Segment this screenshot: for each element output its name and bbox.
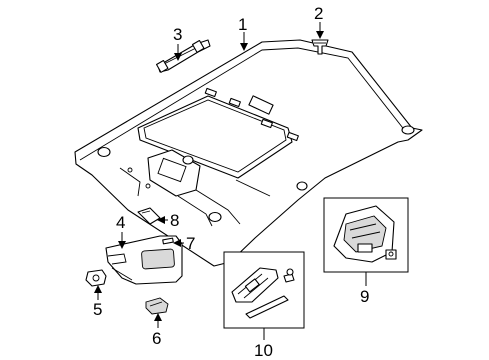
callout-2: 2 — [314, 4, 323, 23]
callout-box-10 — [223, 251, 305, 329]
callout-1: 1 — [238, 15, 247, 34]
callout-3: 3 — [173, 25, 182, 44]
overhead-console-assembly — [333, 205, 395, 263]
visor-holder — [85, 269, 107, 287]
lamp-bulb — [283, 268, 295, 283]
headliner-clip — [311, 39, 329, 55]
console-clip — [385, 249, 397, 260]
mounting-hole — [182, 155, 194, 165]
sun-visor — [105, 235, 183, 285]
mounting-hole — [97, 146, 111, 158]
mounting-hole — [401, 125, 415, 135]
callout-8: 8 — [170, 211, 179, 230]
headliner-slot — [204, 87, 217, 98]
callout-4: 4 — [116, 213, 125, 232]
callout-10: 10 — [254, 341, 273, 360]
callout-9: 9 — [360, 287, 369, 306]
lamp-cover — [245, 295, 289, 319]
visor-clip — [145, 297, 169, 315]
map-lamp-assembly — [231, 267, 279, 303]
callout-6: 6 — [152, 329, 161, 348]
headliner-slot — [260, 118, 273, 129]
mounting-hole — [208, 211, 222, 223]
headliner-slot — [228, 97, 241, 108]
headliner — [74, 39, 423, 267]
mounting-hole — [296, 181, 308, 191]
visor-pin — [162, 237, 174, 245]
callout-box-9 — [323, 197, 409, 273]
headliner-slot — [286, 131, 299, 142]
callout-7: 7 — [186, 234, 195, 253]
headliner-slot — [248, 95, 274, 115]
callout-5: 5 — [93, 300, 102, 319]
sunroof-opening — [137, 95, 293, 179]
vanity-mirror — [141, 248, 175, 270]
grab-handle — [155, 39, 211, 73]
